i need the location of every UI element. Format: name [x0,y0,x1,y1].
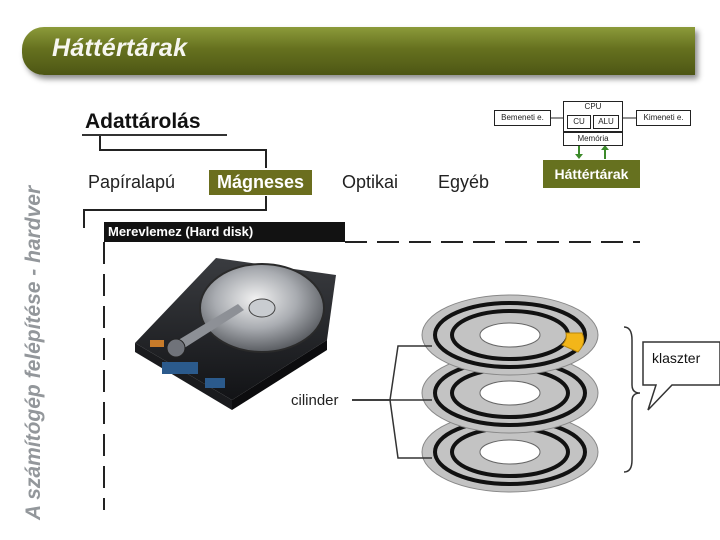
cylinder-label: cilinder [291,392,339,409]
platter-top [422,295,598,375]
cluster-label: klaszter [652,350,700,366]
